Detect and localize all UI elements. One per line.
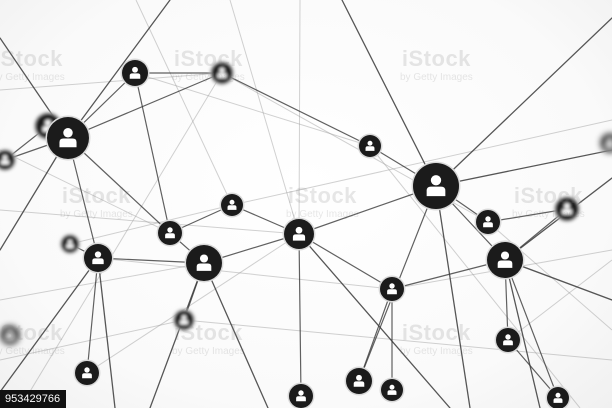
person-node: [120, 58, 150, 88]
faint-connection-line: [0, 319, 185, 361]
person-node: [184, 243, 224, 283]
person-node: [485, 240, 525, 280]
connection-line: [298, 233, 451, 408]
person-node: [209, 60, 235, 86]
connection-line: [221, 72, 371, 147]
connection-line: [97, 257, 116, 408]
faint-connection-line: [183, 319, 612, 361]
person-node: [0, 148, 17, 172]
person-node: [598, 131, 612, 155]
person-node: [73, 359, 101, 387]
person-node: [82, 242, 114, 274]
person-node: [0, 323, 22, 347]
person-node: [494, 326, 522, 354]
faint-connection-line: [298, 0, 301, 235]
faint-connection-line: [0, 209, 300, 235]
faint-connection-line: [0, 149, 171, 234]
person-nodes: [0, 58, 612, 408]
faint-connection-line: [229, 0, 300, 235]
faint-connection-line: [369, 145, 581, 408]
person-node: [545, 385, 571, 408]
person-node: [411, 161, 461, 211]
faint-connection-line: [487, 221, 612, 331]
faint-connection-line: [86, 233, 300, 374]
faint-connection-line: [134, 72, 371, 147]
connection-line: [298, 233, 302, 397]
connection-line: [341, 0, 437, 187]
faint-connection-line: [231, 119, 612, 206]
connection-line: [67, 137, 171, 234]
connection-line: [0, 257, 99, 393]
connection-line: [435, 149, 612, 187]
faint-connection-line: [69, 204, 233, 245]
stock-id-label: 953429766: [0, 390, 67, 408]
faint-connection-line: [19, 72, 223, 408]
faint-connection-line: [135, 0, 233, 206]
person-node: [219, 192, 245, 218]
connection-line: [203, 262, 269, 408]
person-node: [45, 115, 91, 161]
person-node: [474, 208, 502, 236]
person-node: [172, 308, 196, 332]
person-node: [344, 366, 374, 396]
connection-line: [504, 259, 541, 408]
person-node: [287, 382, 315, 408]
connection-line: [134, 72, 171, 234]
person-node: [156, 219, 184, 247]
person-node: [553, 195, 581, 223]
connection-line: [504, 259, 559, 399]
faint-connection-line: [0, 72, 223, 91]
person-node: [282, 217, 316, 251]
connection-line: [358, 288, 393, 382]
connection-line: [435, 17, 612, 187]
faint-connection-line: [507, 259, 612, 341]
person-node: [357, 133, 383, 159]
person-node: [59, 233, 81, 255]
faint-connection-line: [0, 262, 205, 301]
person-node: [379, 377, 405, 403]
connection-line: [298, 233, 393, 290]
person-node: [378, 275, 406, 303]
connection-line: [86, 257, 99, 374]
connection-line: [67, 0, 171, 139]
connection-line: [67, 72, 223, 139]
connection-line: [435, 185, 471, 408]
